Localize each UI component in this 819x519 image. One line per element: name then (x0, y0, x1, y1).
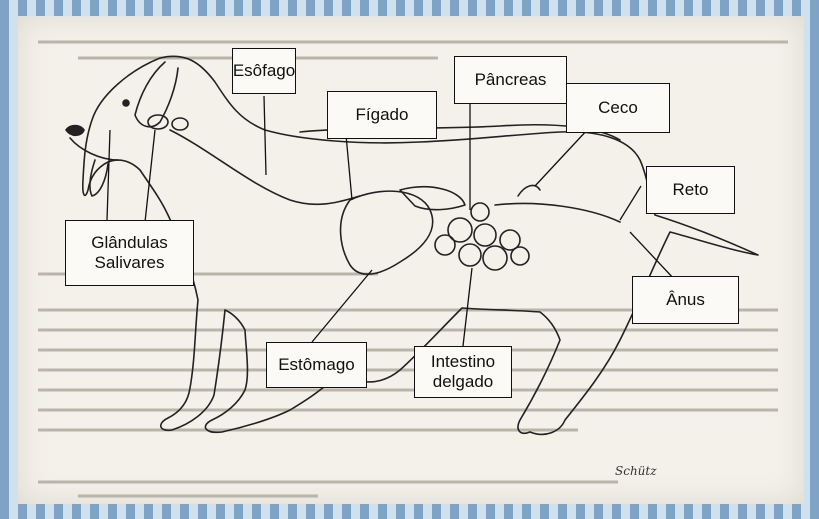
dog-eye (123, 100, 129, 106)
label-intestine-line2: delgado (433, 372, 494, 392)
rectum-tube (495, 204, 620, 222)
small-intestine-coils (435, 203, 529, 270)
stomach-organ (341, 191, 433, 274)
label-salivary-line1: Glândulas (91, 233, 168, 253)
dog-mouth (70, 138, 118, 160)
cecum-organ (518, 185, 540, 196)
liver-organ (400, 187, 465, 210)
label-anus: Ânus (632, 276, 739, 324)
label-liver: Fígado (327, 91, 437, 139)
dog-ear (135, 62, 178, 127)
label-salivary-line2: Salivares (95, 253, 165, 273)
salivary-gland-1 (148, 115, 168, 129)
label-esophagus: Esôfago (232, 48, 296, 94)
label-salivary-glands: Glândulas Salivares (65, 220, 194, 286)
label-small-intestine: Intestino delgado (414, 346, 512, 398)
dog-nose (66, 126, 84, 136)
label-intestine-line1: Intestino (431, 352, 495, 372)
artist-signature: Schütz (615, 464, 657, 478)
label-rectum: Reto (646, 166, 735, 214)
label-stomach: Estômago (266, 342, 367, 388)
label-cecum: Ceco (566, 83, 670, 133)
label-pancreas: Pâncreas (454, 56, 567, 104)
salivary-gland-2 (172, 118, 188, 130)
